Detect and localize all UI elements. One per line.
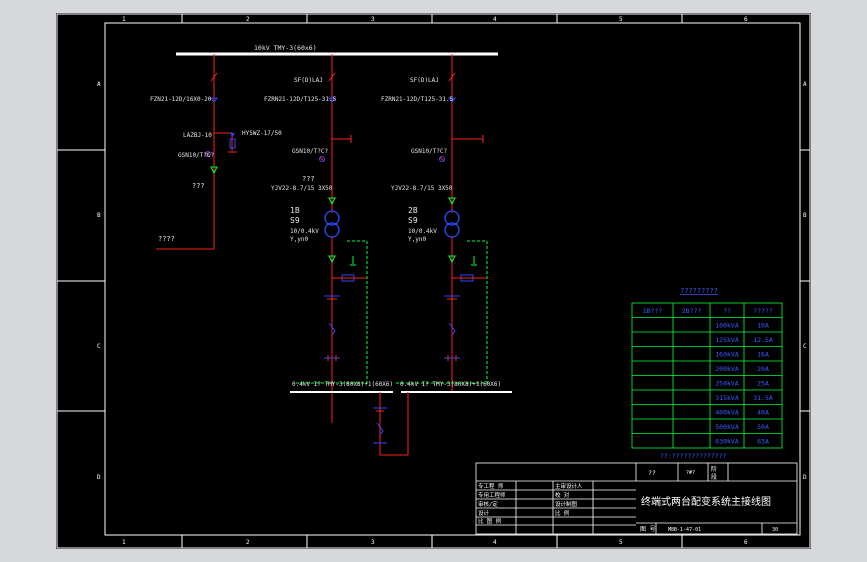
electrical-drawing: 1 2 3 4 5 6 1 2 3 4 5 6 A B C D A B C D …	[56, 13, 811, 549]
title-block	[475, 462, 798, 535]
left-ruler-d: D	[97, 474, 101, 481]
feeder-left	[156, 54, 237, 250]
t1-cable-label: YJV22-8.7/15 3X50	[271, 185, 333, 192]
t2-name: 2B	[408, 206, 418, 215]
fuse-table-cell: 10A	[757, 321, 769, 329]
fuse-table-cell: 315kVA	[715, 394, 739, 402]
bottom-ruler-1: 1	[122, 539, 126, 546]
tb-mid-row-2: 校 对	[555, 491, 570, 499]
tb-top-c2: 段	[711, 473, 717, 481]
left-ruler-c: C	[97, 343, 101, 350]
fuse-table-cell: 630kVA	[715, 437, 739, 445]
t2-ratio: 10/0.4kV	[408, 228, 437, 235]
tb-mid-row-4: 比 例	[555, 509, 570, 517]
fuse-table-cell: 250kVA	[715, 379, 739, 387]
outer-frame	[56, 13, 811, 549]
right-ruler-a: A	[803, 81, 807, 88]
lv-bus-right-label: 0.4kV I? TMY-3(80X8)+1(60X6)	[400, 381, 501, 388]
fuse-table-cell: 160kVA	[715, 350, 739, 358]
fuse-table-cell: 25A	[757, 379, 769, 387]
fuse-table-note: ??:??????????????	[660, 452, 727, 460]
fuse-table-cell: 50A	[757, 423, 769, 431]
left-mid-label: ???	[192, 182, 205, 190]
bottom-ruler	[181, 535, 683, 548]
t1-name: 1B	[290, 206, 300, 215]
fuse-table-cell: 16A	[757, 350, 769, 358]
hv-busbar-label: 10kV TMY-3(60x6)	[254, 44, 317, 52]
top-ruler	[181, 14, 683, 23]
fuse-table-cell: 12.5A	[753, 336, 773, 344]
tb-footer-sheet: 30	[772, 527, 778, 533]
bottom-ruler-3: 3	[371, 539, 375, 546]
right-ruler-c: C	[803, 343, 807, 350]
t2-model: S9	[408, 216, 418, 225]
lv-bus-left-label: 0.4kV I? TMY-3(80X8)+1(60X6)	[292, 381, 393, 388]
fuse-table-cell: 400kVA	[715, 408, 739, 416]
top-ruler-1: 1	[122, 16, 126, 23]
left-arrester-label: LAZBJ-10	[183, 132, 212, 139]
t1-mid-label: ???	[302, 175, 315, 183]
tb-left-row-1: 专工程 师	[478, 482, 504, 490]
t2-breaker-label: FZRN21-12D/T125-31.5	[381, 96, 454, 103]
tb-footer-code: M8B-1-47-01	[668, 527, 701, 533]
right-ruler-d: D	[803, 474, 807, 481]
fuse-table-title: ?????????	[680, 287, 718, 295]
tb-left-row-5: 比 图 例	[478, 517, 502, 525]
t2-switch-label: SF(D)LAJ	[410, 77, 439, 84]
bus-tie	[373, 392, 409, 456]
left-breaker-label: FZN21-12D/16X0-20	[150, 96, 212, 103]
drawing-sheet: 1 2 3 4 5 6 1 2 3 4 5 6 A B C D A B C D …	[56, 13, 811, 549]
t1-breaker-label: FZRN21-12D/T125-31.5	[264, 96, 337, 103]
top-ruler-6: 6	[744, 16, 748, 23]
t2-vector: Y,yn0	[408, 236, 426, 243]
left-indicator-label: GSN10/T?C?	[178, 152, 215, 159]
fuse-table-cell: 20A	[757, 365, 769, 373]
fuse-table-cell: 31.5A	[753, 394, 773, 402]
fuse-table-cell: 40A	[757, 408, 769, 416]
tb-top-c1: 阶	[711, 465, 717, 473]
top-ruler-3: 3	[371, 16, 375, 23]
left-surge-label: HY5WZ-17/50	[242, 130, 282, 137]
t1-model: S9	[290, 216, 300, 225]
t2-cable-label: YJV22-8.7/15 3X50	[391, 185, 453, 192]
tb-top-a: ??	[648, 469, 656, 477]
feeder-t2	[396, 54, 488, 393]
bottom-ruler-6: 6	[744, 539, 748, 546]
inner-frame	[104, 22, 801, 536]
fuse-table-header: ??	[723, 307, 731, 315]
tb-left-row-4: 设计	[478, 509, 490, 517]
fuse-table-cell: 125kVA	[715, 336, 739, 344]
t1-ratio: 10/0.4kV	[290, 228, 319, 235]
bottom-ruler-2: 2	[246, 539, 250, 546]
t1-vector: Y,yn0	[290, 236, 308, 243]
fuse-table: 1B??? 2B?????????? 100kVA 10A 125kVA 12.5A 160…	[631, 302, 783, 449]
t2-indicator-label: GSN10/T?C?	[411, 148, 448, 155]
fuse-table-cell: 500kVA	[715, 423, 739, 431]
fuse-table-header: ?????	[753, 307, 773, 315]
fuse-table-header: 2B???	[682, 307, 702, 315]
tb-left-row-2: 专用工程师	[478, 491, 506, 499]
top-ruler-2: 2	[246, 16, 250, 23]
fuse-table-cell: 63A	[757, 437, 769, 445]
t1-switch-label: SF(D)LAJ	[294, 77, 323, 84]
tb-mid-row-1: 主审设计人	[555, 482, 583, 490]
fuse-table-header: 1B???	[643, 307, 663, 315]
top-ruler-4: 4	[493, 16, 497, 23]
fuse-table-cell: 100kVA	[715, 321, 739, 329]
side-rulers	[57, 149, 810, 412]
left-ruler-b: B	[97, 212, 101, 219]
left-out-label: ????	[158, 235, 175, 243]
fuse-table-cell: 200kVA	[715, 365, 739, 373]
left-ruler-a: A	[97, 81, 101, 88]
tb-mid-row-3: 设计制图	[555, 500, 578, 508]
tb-left-row-3: 审核/定	[478, 500, 498, 508]
bottom-ruler-5: 5	[619, 539, 623, 546]
right-ruler-b: B	[803, 212, 807, 219]
tb-top-b: ?#?	[686, 470, 695, 476]
top-ruler-5: 5	[619, 16, 623, 23]
drawing-title: 终端式两台配变系统主接线图	[641, 495, 771, 508]
t1-indicator-label: GSN10/T?C?	[292, 148, 329, 155]
bottom-ruler-4: 4	[493, 539, 497, 546]
tb-footer-label: 图 号	[640, 526, 656, 533]
